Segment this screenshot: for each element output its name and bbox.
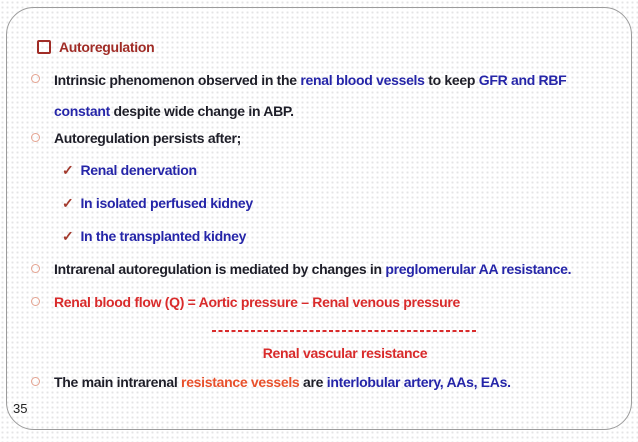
text-segment-highlight: preglomerular AA resistance.	[385, 261, 572, 277]
text-segment-highlight: GFR and RBF	[478, 72, 567, 88]
text-segment: to keep	[424, 72, 479, 88]
check-icon: ✓	[62, 228, 74, 244]
fraction-denominator-text: Renal vascular resistance	[262, 345, 428, 361]
text-segment: despite wide change in ABP.	[109, 103, 294, 119]
slide-frame: Autoregulation Intrinsic phenomenon obse…	[6, 7, 632, 430]
bullet-intrarenal: Intrarenal autoregulation is mediated by…	[31, 259, 572, 279]
page-number: 35	[13, 401, 28, 416]
text-segment-highlight: constant	[54, 103, 110, 119]
text-segment-highlight: renal blood vessels	[300, 72, 425, 88]
circle-bullet-icon	[31, 133, 40, 142]
text-segment-orange: resistance vessels	[181, 374, 300, 390]
circle-bullet-icon	[31, 74, 40, 83]
text-segment: The main intrarenal	[54, 374, 182, 390]
circle-bullet-icon	[31, 377, 40, 386]
formula-fraction: Renal vascular resistance	[212, 330, 478, 361]
check-item-denervation: ✓ Renal denervation	[62, 160, 197, 180]
bullet-intrinsic-text: Intrinsic phenomenon observed in the ren…	[54, 65, 629, 127]
check-item-text: In the transplanted kidney	[80, 228, 247, 244]
text-segment: Intrinsic phenomenon observed in the	[54, 72, 301, 88]
bullet-intrinsic: Intrinsic phenomenon observed in the ren…	[31, 65, 629, 127]
text-segment-highlight: interlobular artery, AAs, EAs.	[326, 374, 511, 390]
check-item-isolated-kidney: ✓ In isolated perfused kidney	[62, 193, 253, 213]
check-item-text: Renal denervation	[80, 162, 197, 178]
fraction-divider-line	[212, 330, 478, 332]
bullet-persists: Autoregulation persists after;	[31, 128, 241, 148]
slide-title-text: Autoregulation	[59, 39, 155, 55]
bullet-formula: Renal blood flow (Q) = Aortic pressure –…	[31, 292, 460, 312]
bullet-persists-text: Autoregulation persists after;	[54, 130, 242, 146]
bullet-main-vessels-text: The main intrarenal resistance vessels a…	[54, 372, 511, 392]
text-segment: are	[299, 374, 327, 390]
check-item-transplanted-kidney: ✓ In the transplanted kidney	[62, 226, 246, 246]
bullet-main-vessels: The main intrarenal resistance vessels a…	[31, 372, 511, 392]
check-icon: ✓	[62, 195, 74, 211]
circle-bullet-icon	[31, 297, 40, 306]
square-bullet-icon	[37, 40, 51, 54]
bullet-intrarenal-text: Intrarenal autoregulation is mediated by…	[54, 259, 572, 279]
bullet-formula-text: Renal blood flow (Q) = Aortic pressure –…	[54, 294, 461, 310]
check-icon: ✓	[62, 162, 74, 178]
check-item-text: In isolated perfused kidney	[80, 195, 253, 211]
circle-bullet-icon	[31, 264, 40, 273]
slide-title: Autoregulation	[37, 37, 155, 57]
text-segment: Intrarenal autoregulation is mediated by…	[54, 261, 386, 277]
